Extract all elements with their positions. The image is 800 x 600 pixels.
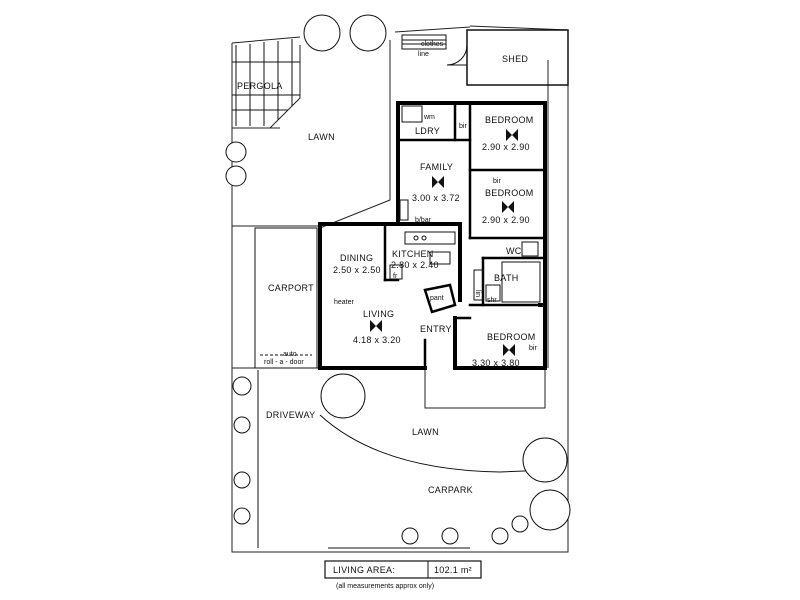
kitchen-label: KITCHEN xyxy=(392,249,434,259)
bedroom-3-label: BEDROOM xyxy=(487,332,536,342)
auto-label: auto xyxy=(283,351,297,358)
family-label: FAMILY xyxy=(420,162,453,172)
entry-label: ENTRY xyxy=(420,324,452,334)
wc-label: WC xyxy=(506,246,522,256)
heater-label: heater xyxy=(334,299,355,306)
clothes-line xyxy=(401,34,447,50)
clothes-label: clothes xyxy=(421,41,444,48)
lawn-bottom-label: LAWN xyxy=(412,427,439,437)
pergola-structure xyxy=(232,39,300,126)
fan-icon xyxy=(370,320,382,332)
room-labels: PERGOLA LAWN SHED clothes line wm LDRY b… xyxy=(237,41,537,495)
fan-icon xyxy=(432,176,444,188)
bath-label: BATH xyxy=(494,273,519,283)
dining-dim: 2.50 x 2.50 xyxy=(333,265,381,275)
yard-lines xyxy=(257,370,551,549)
house-walls xyxy=(318,101,547,370)
bedroom-2-dim: 2.90 x 2.90 xyxy=(482,215,530,225)
bbar-label: b/bar xyxy=(415,217,432,224)
bedroom-3-dim: 3.30 x 3.80 xyxy=(472,358,520,368)
fan-icon xyxy=(503,344,515,356)
bir-label-1: bir xyxy=(459,123,467,130)
shed-label: SHED xyxy=(502,54,528,64)
carport xyxy=(254,227,318,369)
dining-label: DINING xyxy=(340,253,373,263)
line-label: line xyxy=(418,51,429,58)
ceiling-fan-icons xyxy=(370,129,518,356)
living-dim: 4.18 x 3.20 xyxy=(353,335,401,345)
measurement-note: (all measurements approx only) xyxy=(336,583,434,590)
bedroom-1-label: BEDROOM xyxy=(485,115,534,125)
driveway-label: DRIVEWAY xyxy=(266,410,315,420)
pant-label: pant xyxy=(430,295,444,302)
bedroom-1-dim: 2.90 x 2.90 xyxy=(482,142,530,152)
lawn-top-label: LAWN xyxy=(308,132,335,142)
carpark-label: CARPARK xyxy=(428,485,473,495)
carport-label: CARPORT xyxy=(268,283,314,293)
bedroom-2-label: BEDROOM xyxy=(485,188,534,198)
wm-label: wm xyxy=(423,114,435,121)
shed xyxy=(446,29,569,86)
shr-label: shr xyxy=(487,297,497,304)
lin-label: lin xyxy=(474,290,481,297)
fr-label: fr xyxy=(393,273,398,280)
kitchen-fixtures xyxy=(389,199,456,280)
fan-icon xyxy=(502,201,514,213)
living-label: LIVING xyxy=(363,309,394,319)
family-dim: 3.00 x 3.72 xyxy=(412,193,460,203)
bir-label-3: bir xyxy=(529,345,537,352)
trees xyxy=(225,14,571,545)
fan-icon xyxy=(506,129,518,141)
bath-fixtures xyxy=(473,241,541,303)
roll-door-label: roll - a - door xyxy=(264,359,304,366)
bir-label-2: bir xyxy=(493,178,501,185)
living-area-value: 102.1 m² xyxy=(434,565,472,575)
pergola-label: PERGOLA xyxy=(237,81,283,91)
ldry-label: LDRY xyxy=(415,126,440,136)
kitchen-dim: 2.80 x 2.40 xyxy=(391,260,439,270)
property-boundary xyxy=(231,25,569,553)
laundry-fixture xyxy=(401,105,423,123)
living-area-label: LIVING AREA: xyxy=(333,565,395,575)
living-area-box: LIVING AREA: 102.1 m² (all measurements … xyxy=(324,560,482,590)
